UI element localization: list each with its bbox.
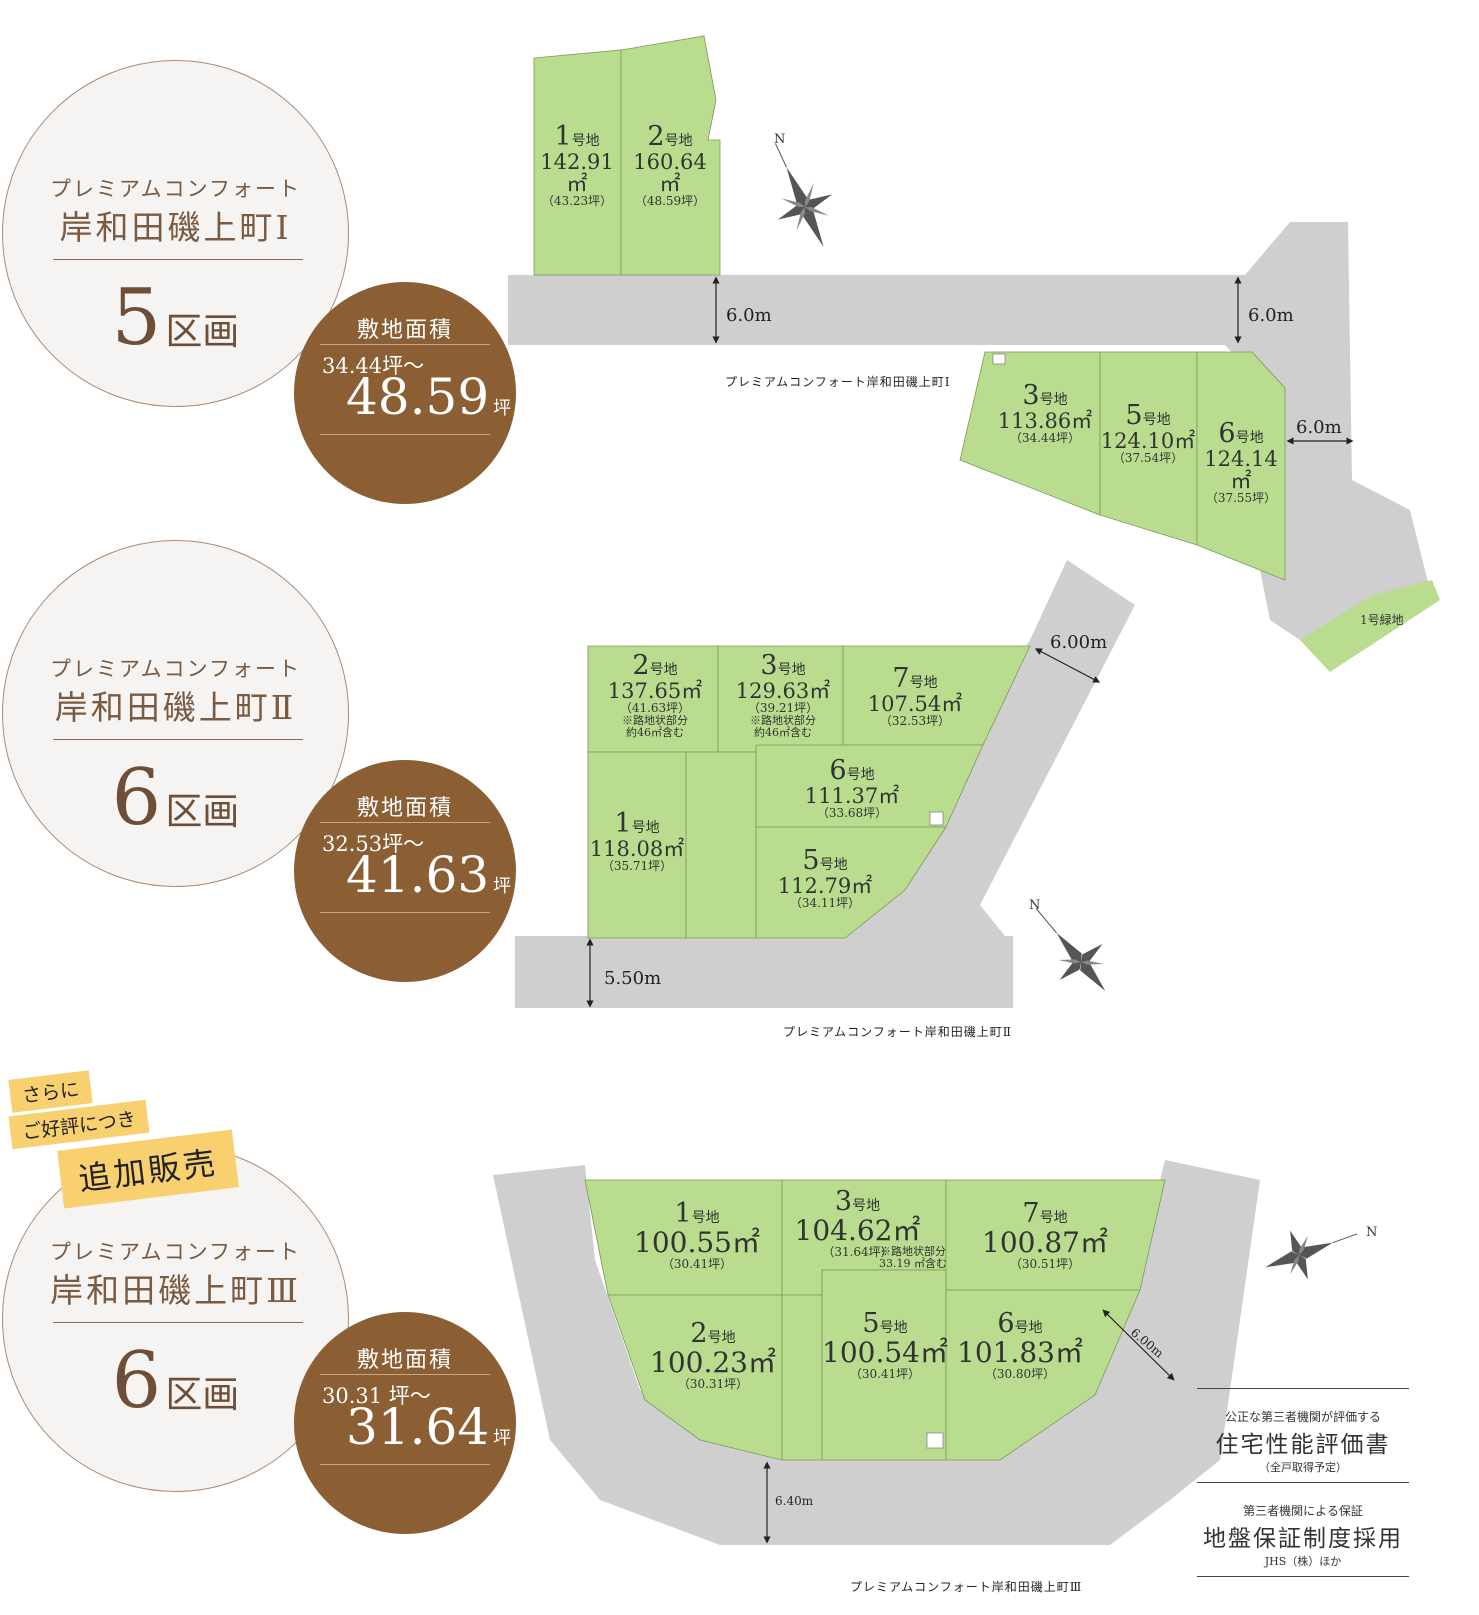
site-1-lot-3-label: 3号地 113.86㎡ （34.44坪） (997, 380, 1093, 446)
site-1-road-width: 6.0m (726, 305, 772, 326)
site-3-lot-5-label: 5号地 100.54㎡ （30.41坪） (822, 1308, 948, 1381)
count-unit: 区画 (165, 790, 240, 833)
divider (53, 259, 303, 260)
feature-ground-guarantee: 第三者機関による保証 地盤保証制度採用 JHS（株）ほか (1203, 1504, 1403, 1568)
compass-icon (1035, 908, 1106, 992)
site-2-lot-1-label: 1号地 118.08㎡ （35.71坪） (589, 808, 685, 874)
divider (1197, 1388, 1409, 1389)
site-1-road-width: 6.0m (1296, 417, 1342, 438)
site-1-caption: プレミアムコンフォート岸和田磯上町Ⅰ (725, 375, 951, 389)
divider (320, 822, 490, 823)
site-1-green (1300, 580, 1440, 672)
divider (53, 1322, 303, 1323)
divider (320, 912, 490, 913)
site-1-lot-6-label: 6号地 124.14㎡ （37.55坪） (1204, 418, 1278, 506)
site-2-series: プレミアムコンフォート (50, 657, 301, 681)
site-1-lot-1-label: 1号地 142.91㎡ （43.23坪） (540, 121, 614, 209)
site-3-name: 岸和田磯上町Ⅲ (50, 1271, 301, 1310)
site-3-lot-2 (607, 1294, 783, 1461)
divider (320, 1374, 490, 1375)
divider (1197, 1576, 1409, 1577)
site-2-road (515, 936, 1013, 1008)
site-2-lot-5-label: 5号地 112.79㎡ （34.11坪） (777, 845, 873, 911)
area-min: 32.53坪～ (322, 832, 425, 856)
site-3-road (493, 1160, 1260, 1545)
compass-n-label: N (1029, 898, 1041, 913)
site-2-plan (515, 560, 1135, 1008)
site-1-road-width: 6.0m (1248, 305, 1294, 326)
site-1-plan (508, 35, 1440, 672)
site-3-lot-7-label: 7号地 100.87㎡ （30.51坪） (982, 1198, 1108, 1271)
area-label: 敷地面積 (356, 318, 453, 343)
site-2-lot-5 (755, 826, 947, 939)
site-1-lot-6 (1196, 351, 1286, 581)
divider (1197, 1482, 1409, 1483)
site-2-lot-7-label: 7号地 107.54㎡ （32.53坪） (867, 663, 963, 729)
site-1-road (508, 222, 1430, 660)
site-3-lot-2-label: 2号地 100.23㎡ （30.31坪） (650, 1318, 776, 1391)
compass-n-label: N (1366, 1225, 1378, 1240)
site-3-series: プレミアムコンフォート (50, 1240, 301, 1264)
site-2-flag-strip (685, 751, 757, 939)
divider (320, 344, 490, 345)
area-label: 敷地面積 (356, 1348, 453, 1373)
site-2-road-width: 6.00m (1050, 632, 1108, 653)
area-min: 34.44坪～ (322, 354, 425, 378)
site-1-series: プレミアムコンフォート (50, 177, 301, 201)
site-3-lot-3-label: 3号地 104.62㎡ （31.64坪） (794, 1186, 921, 1259)
site-3-flag-strip (781, 1294, 823, 1461)
count-number: 6 (111, 1336, 162, 1426)
site-2-road-width: 5.50m (604, 968, 662, 989)
site-1-name: 岸和田磯上町Ⅰ (59, 208, 292, 247)
site-3-road-width: 6.40m (775, 1494, 814, 1508)
divider (320, 434, 490, 435)
site-2-lot-6-label: 6号地 111.37㎡ （33.68坪） (804, 755, 900, 821)
site-1-lot-2 (620, 35, 721, 276)
compass-icon (774, 143, 833, 247)
count-number: 6 (111, 753, 162, 843)
divider (320, 1464, 490, 1465)
area-min: 30.31 坪～ (322, 1384, 431, 1408)
compass-icon (1265, 1230, 1358, 1280)
site-3-plan (493, 1160, 1260, 1545)
site-1-green-label: 1号緑地 (1360, 613, 1404, 627)
area-label: 敷地面積 (356, 796, 453, 821)
site-2-caption: プレミアムコンフォート岸和田磯上町Ⅱ (783, 1025, 1012, 1039)
feature-performance-evaluation: 公正な第三者機関が評価する 住宅性能評価書 （全戸取得予定） (1215, 1410, 1391, 1474)
site-3-lot-6-label: 6号地 101.83㎡ （30.80坪） (957, 1308, 1083, 1381)
site-3-lot-1-label: 1号地 100.55㎡ （30.41坪） (634, 1198, 760, 1271)
site-1-lot-2-label: 2号地 160.64㎡ （48.59坪） (633, 121, 707, 209)
site-3-lot-6 (945, 1289, 1141, 1461)
site-2-lot-3-label: 3号地 129.63㎡ （39.21坪） ※路地状部分 約46㎡含む (735, 650, 831, 739)
compass-n-label: N (774, 132, 786, 147)
site-1-lot-5-label: 5号地 124.10㎡ （37.54坪） (1100, 400, 1196, 466)
site-3-caption: プレミアムコンフォート岸和田磯上町Ⅲ (850, 1580, 1083, 1594)
site-2-lot-2-label: 2号地 137.65㎡ （41.63坪） ※路地状部分 約46㎡含む (607, 650, 703, 739)
count-unit: 区画 (165, 1373, 240, 1416)
site-2-name: 岸和田磯上町Ⅱ (54, 688, 297, 727)
count-unit: 区画 (165, 310, 240, 353)
site-3-lot-3-note: ※路地状部分 33.19 ㎡含む (879, 1245, 947, 1270)
divider (53, 739, 303, 740)
count-number: 5 (111, 273, 162, 363)
